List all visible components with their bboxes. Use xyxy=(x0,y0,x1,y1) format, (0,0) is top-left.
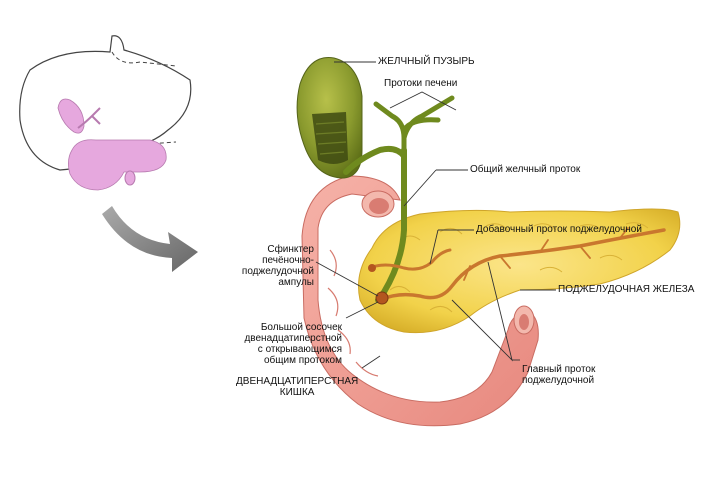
pancreas-lobules xyxy=(389,222,649,313)
inset-gallbladder xyxy=(57,98,85,134)
accessory-pancreatic-duct xyxy=(368,248,452,271)
main-pancreatic-duct xyxy=(378,228,666,302)
pancreas xyxy=(358,208,681,334)
label-accessory-duct: Добавочный проток поджелудочной xyxy=(476,224,642,235)
cystic-duct xyxy=(343,145,407,175)
pancreatic-ducts xyxy=(368,227,666,305)
label-common-bile-duct: Общий желчный проток xyxy=(470,164,581,175)
inset-ducts xyxy=(77,107,101,129)
gallbladder-group xyxy=(296,57,455,303)
common-bile-duct xyxy=(375,147,407,303)
label-gallbladder: ЖЕЛЧНЫЙ ПУЗЫРЬ xyxy=(378,56,475,67)
curved-arrow xyxy=(102,206,198,272)
leader-hepatic-ducts xyxy=(389,91,457,111)
label-hepatic-ducts: Протоки печени xyxy=(384,78,458,89)
inset-liver-outline xyxy=(19,35,192,171)
duodenum-upper-lumen xyxy=(369,198,389,214)
ampulla-sphincter xyxy=(375,291,389,305)
leader-sphincter xyxy=(315,261,379,297)
label-papilla: Большой сосочек двенадцатиперстной с отк… xyxy=(244,322,342,366)
leader-duodenum xyxy=(361,355,381,369)
inset-stomach-duodenum xyxy=(68,139,167,191)
pancreas-body xyxy=(358,208,681,334)
inset-intestine-opening xyxy=(124,170,136,186)
leader-lines xyxy=(315,61,556,369)
hepatic-ducts xyxy=(373,95,455,203)
duodenum xyxy=(301,175,539,427)
duodenum-lower-lumen xyxy=(519,314,529,330)
leader-common-bile-duct xyxy=(403,169,437,207)
label-sphincter: Сфинктер печёночно- поджелудочной ампулы xyxy=(241,244,314,288)
gallbladder-mucosa-texture xyxy=(315,121,347,155)
duct-branches xyxy=(463,227,629,281)
inset-overview xyxy=(19,35,192,191)
gallbladder-mucosa xyxy=(312,112,348,164)
minor-papilla xyxy=(368,264,376,272)
duodenum-body xyxy=(301,175,539,427)
duodenum-inner-folds xyxy=(327,249,379,377)
label-duodenum: ДВЕНАДЦАТИПЕРСТНАЯ КИШКА xyxy=(236,376,359,398)
leader-papilla xyxy=(345,301,379,319)
label-main-duct: Главный проток поджелудочной xyxy=(522,364,596,386)
leader-accessory-duct-2 xyxy=(429,229,439,265)
label-pancreas: ПОДЖЕЛУДОЧНАЯ ЖЕЛЕЗА xyxy=(558,284,695,295)
inset-dashed-line xyxy=(111,51,177,67)
